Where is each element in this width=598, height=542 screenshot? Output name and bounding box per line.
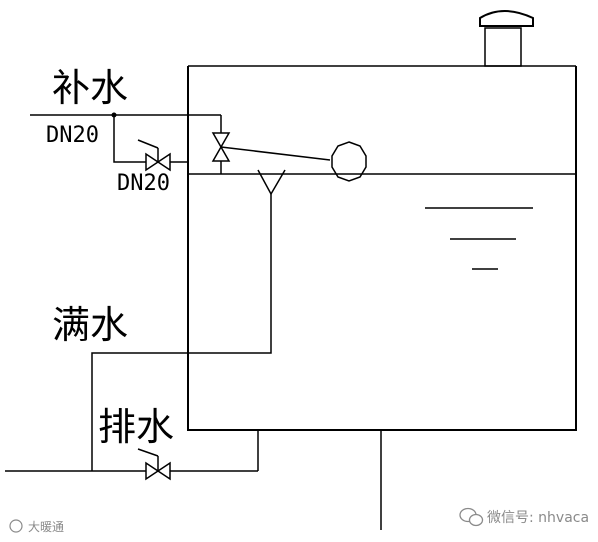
water-level-icon <box>425 207 533 270</box>
overflow-pipe <box>91 194 272 471</box>
tank <box>187 65 577 431</box>
watermark-right: 微信号: nhvaca <box>459 507 589 527</box>
globe-valve-icon <box>137 448 172 481</box>
svg-text:微信号: nhvaca: 微信号: nhvaca <box>487 510 589 526</box>
float-arm <box>220 146 331 161</box>
drain-pipe <box>5 430 259 472</box>
svg-text:大暖通: 大暖通 <box>28 520 64 534</box>
makeup-label: 补水 <box>52 66 128 110</box>
makeup-pipe <box>30 112 222 174</box>
drain-label: 排水 <box>98 405 174 449</box>
globe-valve-icon <box>137 139 172 172</box>
watermark-left: 大暖通 <box>9 519 64 534</box>
bypass-pipe-size: DN20 <box>117 171 170 196</box>
makeup-pipe-size: DN20 <box>46 123 99 148</box>
float-ball-icon <box>331 141 367 182</box>
overflow-label: 满水 <box>52 303 128 347</box>
wechat-icon <box>459 507 484 527</box>
float-valve-icon <box>211 132 231 162</box>
vent-cap-icon <box>479 10 534 67</box>
